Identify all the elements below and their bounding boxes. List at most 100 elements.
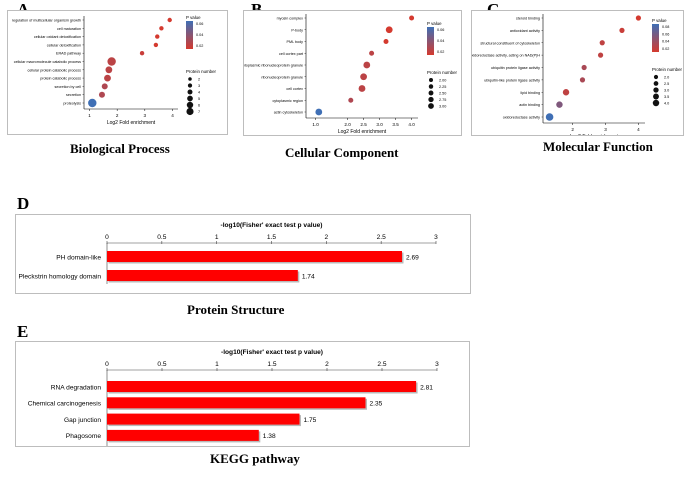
x-tick-label: 1 (215, 361, 219, 368)
data-point (159, 26, 164, 31)
size-legend-title: Protein number (652, 67, 683, 72)
x-tick-label: 3 (604, 127, 607, 132)
category-label: PML body (287, 40, 304, 44)
x-tick-label: 3.0 (376, 122, 383, 127)
x-tick-label: 1.5 (267, 361, 276, 368)
value-label: 1.75 (304, 417, 317, 424)
bar (107, 270, 298, 281)
data-point (599, 40, 605, 46)
data-point (358, 85, 366, 92)
panel-letter-e: E (17, 322, 29, 341)
bar (107, 397, 366, 409)
category-label: protein catabolic process (40, 77, 81, 81)
category-label: proteolysis (63, 102, 81, 106)
category-label: secretion (66, 93, 81, 97)
data-point (383, 39, 389, 44)
category-label: ERAD pathway (56, 52, 81, 56)
category-label: Gap junction (64, 417, 101, 424)
size-legend-tick: 2.00 (439, 79, 446, 83)
color-legend-tick: 0.08 (662, 25, 669, 29)
caption-protein-structure: Protein Structure (187, 302, 285, 317)
x-tick-label: 4 (637, 127, 640, 132)
panel-letter-d: D (17, 194, 30, 213)
data-point (545, 113, 554, 121)
category-label: oxidoreductase activity (503, 116, 540, 120)
data-point (562, 89, 570, 96)
x-tick-label: 2.0 (344, 122, 351, 127)
axis-title: -log10(Fisher' exact test p value) (221, 222, 323, 229)
value-label: 2.81 (420, 384, 433, 391)
x-tick-label: 3.5 (392, 122, 399, 127)
data-point (104, 74, 111, 82)
x-tick-label: 1 (88, 113, 91, 118)
bar (107, 429, 259, 441)
caption-kegg-pathway: KEGG pathway (210, 451, 300, 466)
data-point (155, 34, 160, 39)
x-tick-label: 2.5 (377, 234, 386, 241)
caption-cellular-component: Cellular Component (285, 145, 399, 160)
category-label: Phagosome (66, 433, 102, 440)
x-tick-label: 2 (324, 234, 328, 241)
size-legend-tick: 2 (198, 78, 200, 82)
category-label: cellular protein catabolic process (28, 68, 82, 72)
color-legend-title: P value (427, 21, 442, 26)
size-legend-tick: 3.00 (439, 105, 446, 109)
size-legend-dot (187, 89, 193, 95)
size-legend-tick: 2.25 (439, 85, 446, 89)
category-label: cell maturation (57, 27, 81, 31)
size-legend-dot (188, 77, 192, 81)
color-legend-tick: 0.02 (662, 47, 669, 51)
size-legend-dot (186, 107, 194, 116)
data-point (581, 64, 587, 71)
color-legend-tick: 0.06 (662, 32, 669, 36)
x-tick-label: 1.5 (267, 234, 276, 241)
category-label: cellular macromolecule catabolic process (14, 60, 81, 64)
x-tick-label: 1 (215, 234, 219, 241)
size-legend-tick: 3 (198, 84, 200, 88)
size-legend-dot (428, 84, 434, 89)
color-legend-title: P value (186, 15, 201, 20)
category-label: myosin complex (277, 17, 304, 21)
category-label: actin binding (519, 103, 540, 107)
category-label: secretion by cell (55, 85, 82, 89)
category-label: lipid binding (521, 91, 540, 95)
size-legend-tick: 7 (198, 110, 200, 114)
category-label: P-body (291, 28, 303, 32)
size-legend-dot (428, 96, 434, 103)
data-point (360, 73, 367, 81)
data-point (107, 57, 116, 66)
x-tick-label: 0.5 (157, 234, 166, 241)
size-legend-dot (187, 95, 193, 102)
bar (107, 381, 417, 392)
value-label: 1.38 (263, 433, 276, 440)
size-legend-title: Protein number (186, 69, 217, 74)
color-legend-tick: 0.06 (437, 28, 444, 32)
x-tick-label: 2 (571, 127, 574, 132)
category-label: antioxidant activity (510, 29, 540, 33)
size-legend-dot (653, 74, 659, 80)
color-bar (652, 24, 659, 52)
size-legend-dot (652, 99, 660, 107)
size-legend-dot (428, 90, 434, 96)
color-bar (186, 21, 193, 49)
x-tick-label: 0.5 (157, 361, 166, 368)
data-point (167, 17, 172, 23)
category-label: actin cytoskeleton (274, 111, 303, 115)
color-legend-tick: 0.02 (196, 44, 203, 48)
value-label: 2.69 (406, 254, 419, 261)
data-point (579, 77, 586, 83)
x-tick-label: 0 (105, 361, 109, 368)
panel-letter-b: B (251, 0, 262, 20)
color-legend-tick: 0.04 (196, 33, 203, 37)
size-legend-title: Protein number (427, 70, 458, 75)
category-label: Chemical carcinogenesis (28, 401, 102, 408)
color-legend-tick: 0.04 (437, 39, 444, 43)
data-point (105, 66, 113, 74)
size-legend-tick: 2.50 (439, 92, 446, 96)
